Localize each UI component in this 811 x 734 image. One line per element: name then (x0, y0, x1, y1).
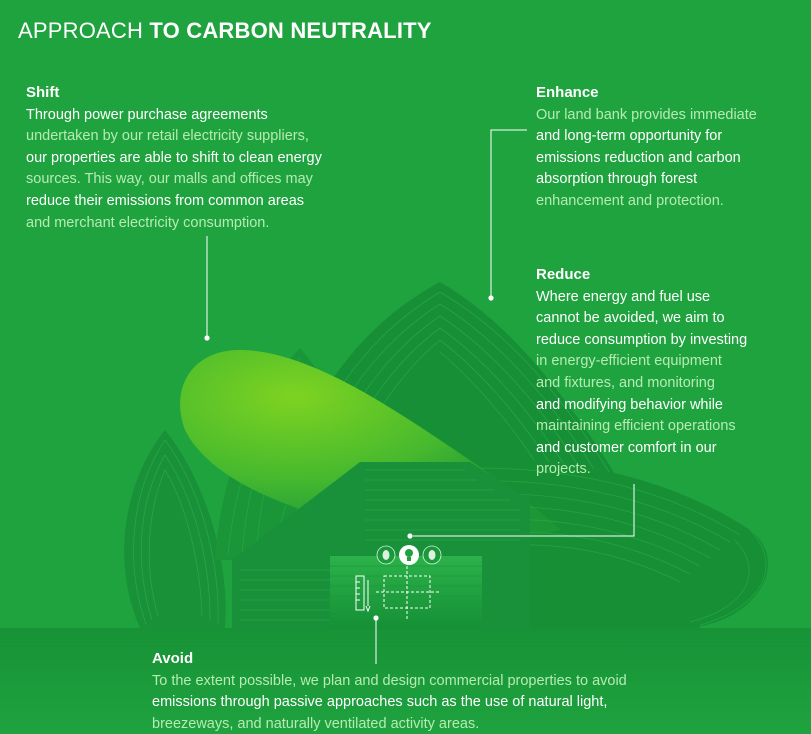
reduce-body: Where energy and fuel use cannot be avoid… (536, 287, 747, 481)
shift-body: Through power purchase agreements underta… (26, 105, 322, 235)
text-line: breezeways, and naturally ventilated act… (152, 715, 480, 732)
text-line: maintaining efficient operations (536, 418, 736, 435)
text-line: and customer comfort in our (536, 439, 717, 456)
text-line: and long-term opportunity for (536, 128, 723, 145)
reduce-heading: Reduce (536, 266, 591, 283)
blueprint-icon (376, 566, 440, 620)
avoid-heading: Avoid (152, 650, 194, 667)
text-line: absorption through forest (536, 171, 698, 188)
callout-enhance (488, 129, 527, 301)
title-light: APPROACH (18, 18, 144, 43)
callout-reduce (407, 484, 635, 539)
text-line: cannot be avoided, we aim to (536, 310, 725, 327)
title-bold: TO CARBON NEUTRALITY (149, 18, 432, 43)
text-line: emissions reduction and carbon (536, 149, 741, 166)
shift-heading: Shift (26, 84, 60, 101)
leaf-icon (422, 545, 442, 565)
text-line: and merchant electricity consumption. (26, 214, 270, 231)
callout-shift (204, 236, 210, 341)
text-line: enhancement and protection. (536, 192, 724, 209)
text-line: projects. (536, 461, 591, 478)
ground-lines (0, 631, 811, 645)
text-line: Through power purchase agreements (26, 106, 268, 123)
leaf-icon (376, 545, 396, 565)
text-line: sources. This way, our malls and offices… (26, 171, 313, 188)
left-leaf (124, 430, 226, 628)
lightbulb-icon (399, 545, 419, 565)
text-line: Our land bank provides immediate (536, 106, 757, 123)
enhance-section: Enhance Our land bank provides immediate… (536, 82, 757, 213)
text-line: our properties are able to shift to clea… (26, 149, 322, 166)
text-line: To the extent possible, we plan and desi… (152, 672, 627, 689)
reduce-section: Reduce Where energy and fuel use cannot b… (536, 264, 747, 481)
text-line: undertaken by our retail electricity sup… (26, 128, 309, 145)
text-line: in energy-efficient equipment (536, 353, 722, 370)
page-title: APPROACH TO CARBON NEUTRALITY (18, 18, 432, 44)
enhance-heading: Enhance (536, 84, 599, 101)
enhance-body: Our land bank provides immediate and long… (536, 105, 757, 213)
text-line: and fixtures, and monitoring (536, 374, 715, 391)
text-line: emissions through passive approaches suc… (152, 694, 608, 711)
callout-avoid (373, 615, 379, 664)
avoid-body: To the extent possible, we plan and desi… (152, 671, 627, 734)
ground-band (0, 628, 811, 734)
avoid-section: Avoid To the extent possible, we plan an… (152, 648, 627, 734)
shift-section: Shift Through power purchase agreements u… (26, 82, 322, 234)
text-line: and modifying behavior while (536, 396, 723, 413)
ruler-icon (355, 575, 371, 613)
text-line: reduce their emissions from common areas (26, 192, 305, 209)
text-line: Where energy and fuel use (536, 288, 711, 305)
text-line: reduce consumption by investing (536, 331, 748, 348)
